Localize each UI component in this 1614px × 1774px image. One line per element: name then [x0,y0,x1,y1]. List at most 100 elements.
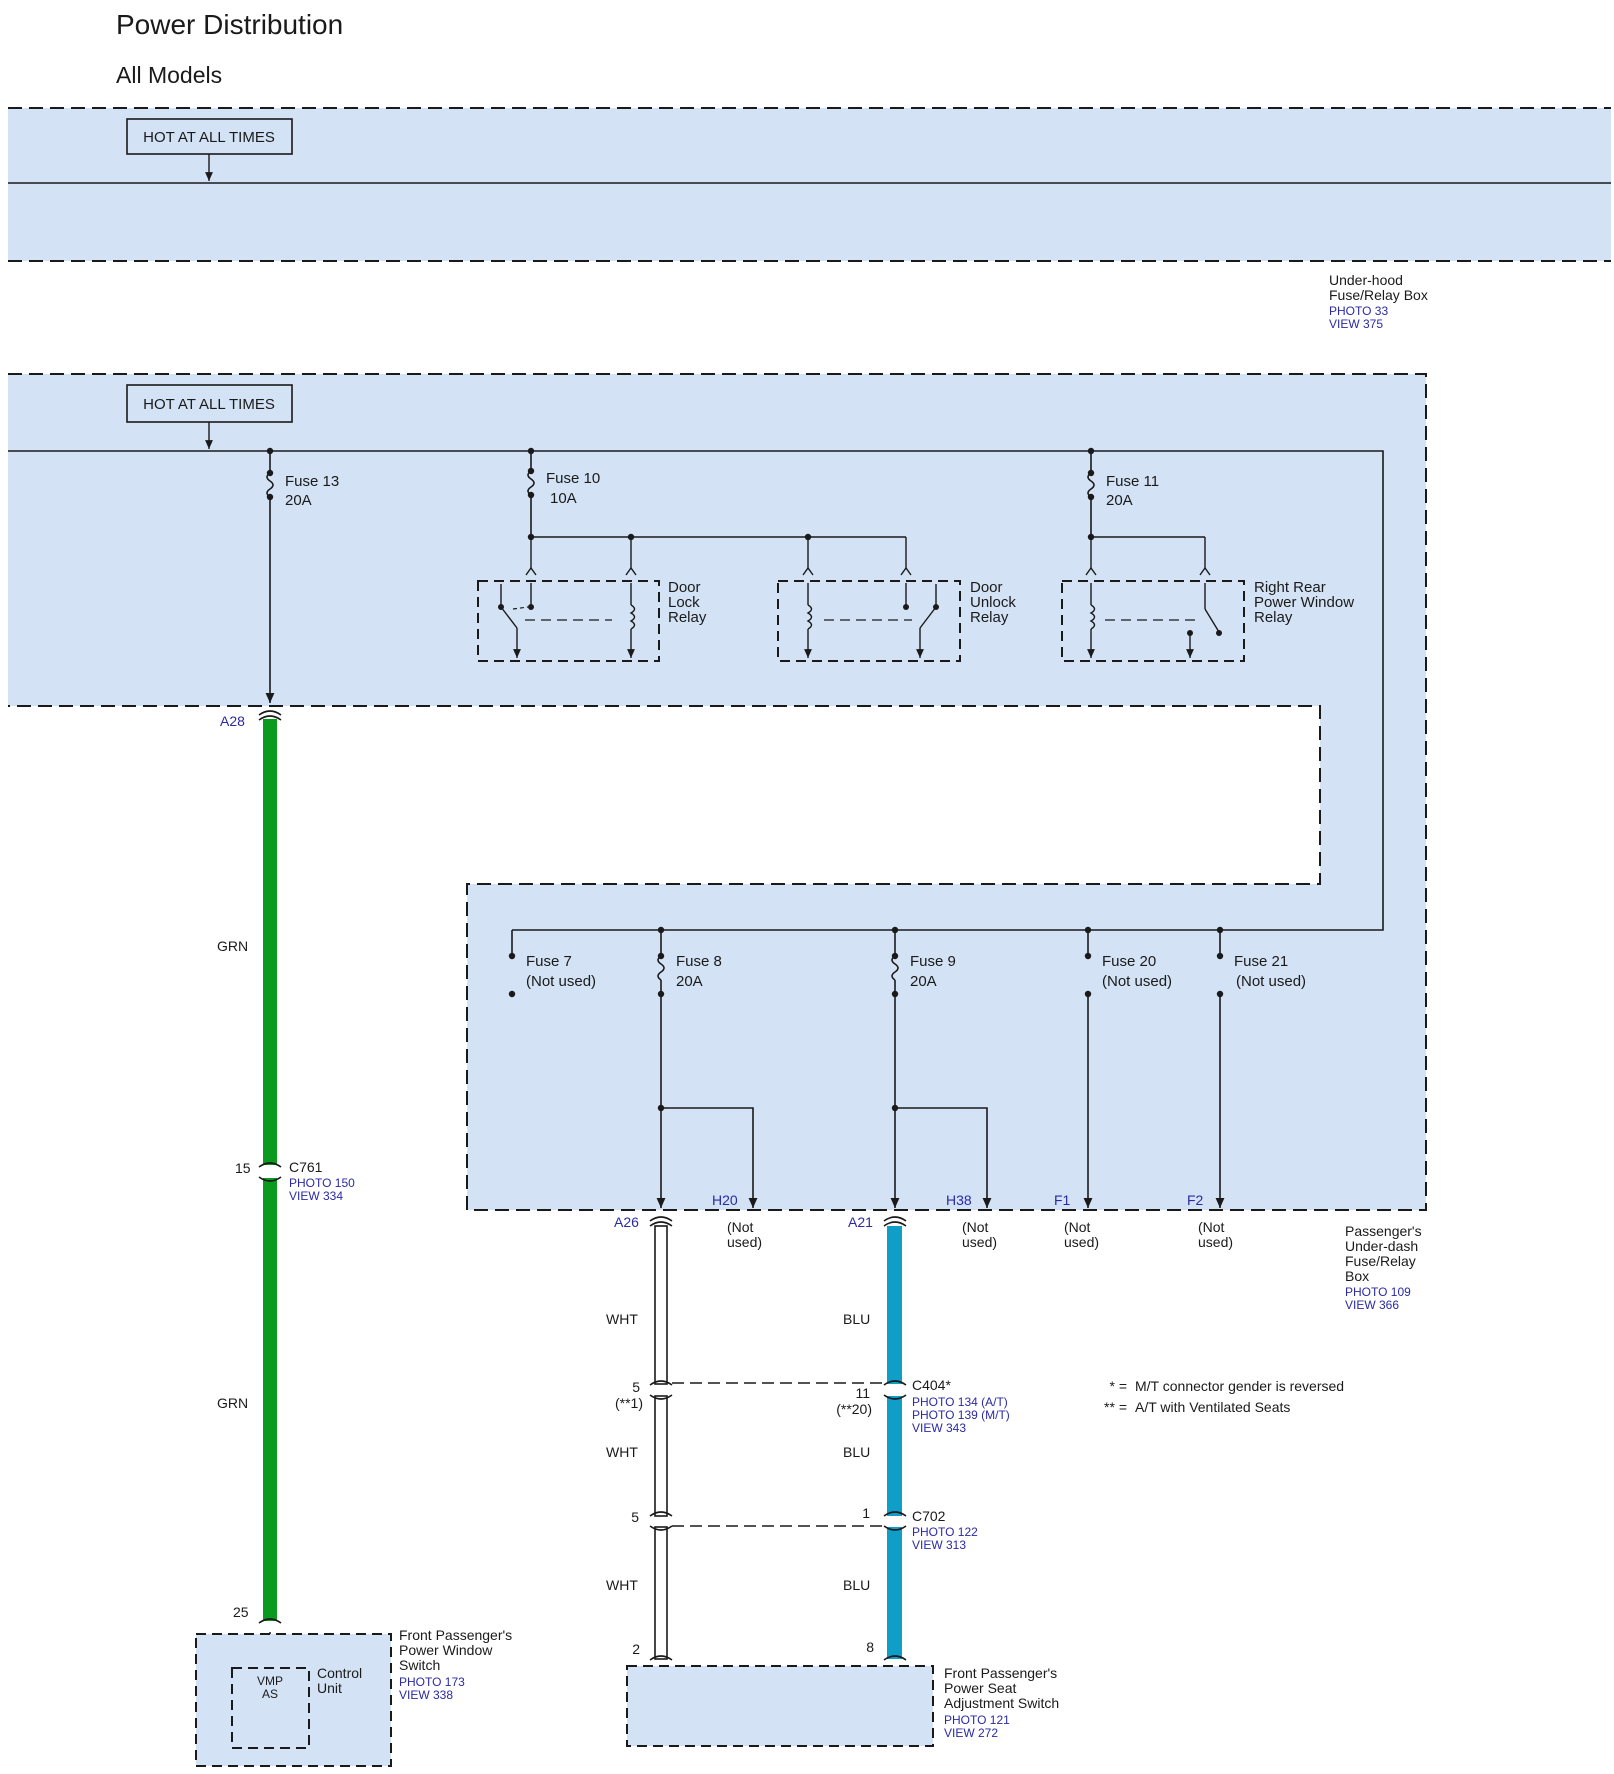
view-link[interactable]: VIEW 375 [1329,317,1383,331]
svg-text:used): used) [962,1234,997,1250]
svg-text:A/T with Ventilated Seats: A/T with Ventilated Seats [1135,1399,1290,1415]
control-unit-box [231,1667,310,1749]
terminal-label: A21 [848,1214,873,1230]
wire-color-label: WHT [606,1311,638,1327]
view-link[interactable]: VIEW 313 [912,1538,966,1552]
svg-text:C404*: C404* [912,1377,951,1393]
svg-text:Relay: Relay [970,609,1009,626]
svg-text:Door: Door [668,579,701,596]
grn-wire-segment [263,1178,277,1621]
connector-c761: 15 C761 PHOTO 150 VIEW 334 [235,1159,355,1203]
view-link[interactable]: VIEW 343 [912,1421,966,1435]
svg-text:8: 8 [866,1639,874,1655]
svg-text:Fuse 13: Fuse 13 [285,473,339,490]
component-name: Fuse/Relay [1345,1253,1416,1269]
svg-text:used): used) [727,1234,762,1250]
svg-text:20A: 20A [910,973,937,990]
svg-text:(Not used): (Not used) [526,973,596,990]
svg-text:Unit: Unit [317,1680,342,1696]
svg-text:Right Rear: Right Rear [1254,579,1326,596]
svg-text:Fuse 7: Fuse 7 [526,953,572,970]
view-link[interactable]: VIEW 366 [1345,1298,1399,1312]
terminal-label: H20 [712,1192,738,1208]
fuse-10: Fuse 10 10A [527,447,600,537]
photo-link[interactable]: PHOTO 134 (A/T) [912,1395,1008,1409]
blu-wire: A21 BLU BLU BLU [843,1214,907,1661]
view-link[interactable]: VIEW 272 [944,1726,998,1740]
svg-text:(Not used): (Not used) [1102,973,1172,990]
svg-text:Control: Control [317,1665,362,1681]
view-link[interactable]: VIEW 334 [289,1189,343,1203]
photo-link[interactable]: PHOTO 121 [944,1713,1010,1727]
photo-link[interactable]: PHOTO 33 [1329,304,1388,318]
fuse-13: Fuse 13 20A [265,447,339,703]
svg-text:Unlock: Unlock [970,594,1016,611]
svg-text:M/T connector gender is revers: M/T connector gender is reversed [1135,1378,1344,1394]
connector-c702: 5 1 C702 PHOTO 122 VIEW 313 [631,1505,978,1552]
svg-text:AS: AS [262,1687,278,1701]
component-name: Switch [399,1657,440,1673]
photo-link[interactable]: PHOTO 122 [912,1525,978,1539]
wht-wire: A26 WHT WHT WHT [606,1214,673,1661]
photo-link[interactable]: PHOTO 173 [399,1675,465,1689]
svg-text:Fuse 21: Fuse 21 [1234,953,1288,970]
svg-text:(**20): (**20) [836,1401,872,1417]
svg-text:Fuse 11: Fuse 11 [1106,473,1159,490]
fuse-9: Fuse 9 20A [890,926,956,1208]
door-lock-relay: Door Lock Relay [477,537,707,662]
fuse-8: Fuse 8 20A [656,926,722,1208]
svg-text:used): used) [1198,1234,1233,1250]
svg-text:20A: 20A [1106,492,1133,509]
photo-link[interactable]: PHOTO 109 [1345,1285,1411,1299]
fuse-21: Fuse 21 (Not used) [1215,926,1306,1208]
power-window-switch: 25 VMP AS Control Unit Front Passenger's… [195,1604,512,1767]
component-name: Passenger's [1345,1223,1422,1239]
terminal-label: F1 [1054,1192,1071,1208]
page-title: Power Distribution [116,9,343,40]
component-name: Front Passenger's [399,1627,512,1643]
terminal-label: H38 [946,1192,972,1208]
door-unlock-relay: Door Unlock Relay [777,537,1016,662]
wire-color-label: WHT [606,1577,638,1593]
underdash-fuse-relay-box: HOT AT ALL TIMES Fuse 13 20A Fuse 10 10A [8,373,1427,1312]
fuse-20: Fuse 20 (Not used) [1083,926,1172,1208]
svg-text:20A: 20A [285,492,312,509]
component-name: Power Seat [944,1680,1016,1696]
fuse-11: Fuse 11 20A [1087,447,1159,537]
svg-text:Fuse 9: Fuse 9 [910,953,956,970]
svg-text:Power Window: Power Window [1254,594,1354,611]
svg-text:C702: C702 [912,1508,946,1524]
photo-link[interactable]: PHOTO 150 [289,1176,355,1190]
svg-text:(Not: (Not [727,1219,754,1235]
page-subtitle: All Models [116,62,222,88]
svg-text:11: 11 [855,1385,870,1401]
wire-color-label: BLU [843,1577,870,1593]
component-name: Box [1345,1268,1369,1284]
component-name: Front Passenger's [944,1665,1057,1681]
power-seat-adjustment-switch: 2 8 Front Passenger's Power Seat Adjustm… [626,1639,1059,1747]
terminal-label: F2 [1187,1192,1204,1208]
grn-wire: GRN GRN [217,710,282,1660]
hot-at-all-times-box [126,118,293,155]
svg-text:5: 5 [631,1509,639,1525]
svg-text:10A: 10A [550,490,577,507]
not-used-labels: (Not used) (Not used) (Not used) (Not us… [727,1219,1233,1250]
svg-text:1: 1 [862,1505,870,1521]
svg-text:25: 25 [233,1604,249,1620]
grn-wire-segment [263,719,277,1165]
component-name: Power Window [399,1642,493,1658]
svg-text:* =: * = [1109,1378,1127,1394]
svg-text:2: 2 [632,1641,640,1657]
wire-color-label: GRN [217,938,248,954]
component-name: Under-hood [1329,272,1403,288]
photo-link[interactable]: PHOTO 139 (M/T) [912,1408,1010,1422]
component-name: Under-dash [1345,1238,1418,1254]
svg-text:used): used) [1064,1234,1099,1250]
hot-label: HOT AT ALL TIMES [143,396,275,413]
fuse-7: Fuse 7 (Not used) [508,930,596,998]
svg-text:15: 15 [235,1160,251,1176]
view-link[interactable]: VIEW 338 [399,1688,453,1702]
svg-text:20A: 20A [676,973,703,990]
wire-color-label: BLU [843,1311,870,1327]
